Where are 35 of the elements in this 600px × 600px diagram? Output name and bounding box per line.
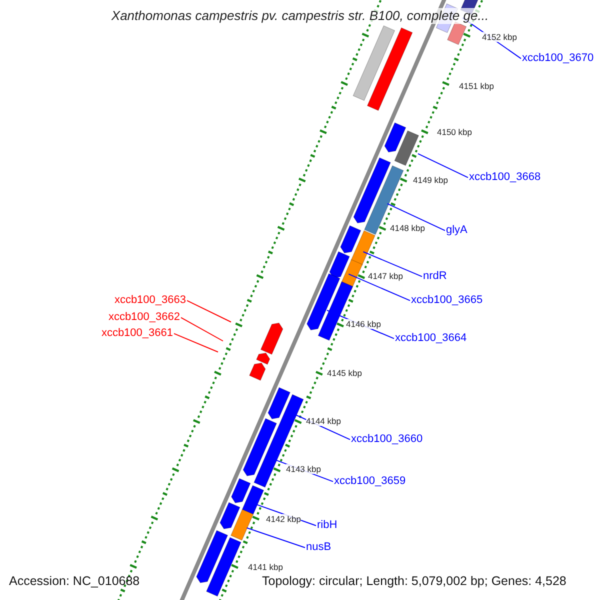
- gene-label: xccb100_3668: [469, 171, 541, 184]
- leader-line: [362, 251, 422, 278]
- scale-label: 4151 kbp: [459, 81, 494, 92]
- gene-label: nusB: [306, 541, 332, 554]
- scale-label: 4152 kbp: [482, 32, 517, 42]
- leader-line: [348, 274, 410, 302]
- gene-label: glyA: [446, 224, 468, 238]
- scale-label: 4145 kbp: [327, 368, 362, 378]
- scale-label: 4143 kbp: [286, 464, 321, 474]
- gene-label: xccb100_3664: [395, 332, 467, 346]
- leader-line: [186, 300, 232, 322]
- scale-label: 4142 kbp: [266, 514, 301, 524]
- leader-line: [386, 203, 446, 232]
- gene-label: ribH: [317, 519, 338, 532]
- scale-label: 4148 kbp: [390, 223, 425, 234]
- scale-label: 4146 kbp: [346, 319, 381, 330]
- leader-line: [417, 153, 468, 178]
- scale-label: 4147 kbp: [368, 271, 403, 282]
- leader-line: [246, 527, 306, 548]
- gene-label: xccb100_3660: [351, 433, 423, 446]
- info-text: Topology: circular; Length: 5,079,002 bp; Genes: 4,528: [262, 574, 566, 589]
- scale-label: 4141 kbp: [248, 562, 283, 572]
- scale-label: 4149 kbp: [413, 175, 448, 186]
- gene-label: xccb100_3661: [101, 327, 173, 340]
- leader-line: [180, 317, 224, 342]
- leader-line: [174, 333, 218, 352]
- gene-label: xccb100_3659: [334, 475, 406, 488]
- gene-label: xccb100_3663: [114, 294, 186, 308]
- scale-label: 4150 kbp: [437, 127, 472, 138]
- info-text: Accession: NC_010688: [9, 574, 140, 589]
- gene-label: nrdR: [423, 270, 447, 284]
- scale-label: 4144 kbp: [306, 416, 341, 426]
- gene-label: xccb100_3662: [108, 311, 180, 324]
- gene-label: xccb100_3665: [411, 294, 483, 308]
- gene-label: xccb100_3670: [522, 52, 594, 66]
